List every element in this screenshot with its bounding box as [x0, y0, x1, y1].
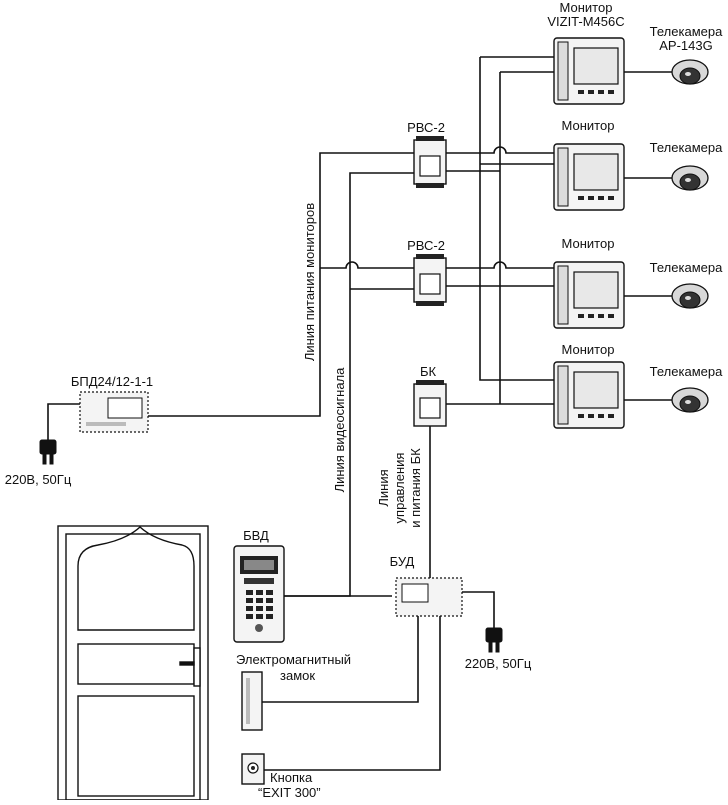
monitor-2-label: Монитор — [562, 118, 615, 133]
plug-right-icon — [485, 627, 503, 653]
monitor-power-wire — [148, 152, 414, 417]
camera-4-icon — [671, 387, 709, 413]
button-wire — [264, 614, 441, 771]
lock-label-2: замок — [280, 668, 315, 683]
rvs-1-label: РВС-2 — [407, 120, 445, 135]
power-right-label: 220В, 50Гц — [465, 656, 532, 671]
bpd-power-supply — [79, 391, 149, 433]
bud-box — [395, 577, 463, 617]
rvs2-power-wire — [320, 261, 414, 269]
camera-2-label: Телекамера — [650, 140, 723, 155]
bud-label: БУД — [390, 554, 415, 569]
rvs-2-top — [413, 136, 447, 188]
door — [57, 525, 209, 801]
bvd-call-panel — [233, 545, 285, 643]
monitor-4-label: Монитор — [562, 342, 615, 357]
bus-line-a — [479, 57, 554, 381]
button-label-1: Кнопка — [270, 770, 313, 785]
rvs-2-label: РВС-2 — [407, 238, 445, 253]
monitor-4 — [553, 361, 625, 429]
lock-wire — [262, 614, 419, 703]
control-line-label-1: Линия — [376, 469, 391, 506]
bk-box — [413, 380, 447, 427]
monitor-3 — [553, 261, 625, 329]
control-line-label-2: управления — [392, 453, 407, 524]
bpd-power-wire — [47, 403, 80, 440]
bud-power-wire — [462, 591, 495, 628]
monitor-1-label: Монитор — [560, 0, 613, 15]
video-line-label: Линия видеосигнала — [332, 367, 347, 493]
camera-2-icon — [671, 165, 709, 191]
button-label-2: “EXIT 300” — [258, 785, 321, 800]
camera-3-icon — [671, 283, 709, 309]
control-line-label-3: и питания БК — [408, 448, 423, 528]
rvs2-out-1 — [446, 261, 554, 269]
electromagnetic-lock — [241, 671, 263, 731]
lock-label-1: Электромагнитный — [236, 652, 351, 667]
bvd-label: БВД — [243, 528, 269, 543]
camera-1-label: Телекамера — [650, 24, 723, 39]
monitor-1 — [553, 37, 625, 105]
camera-4-label: Телекамера — [650, 364, 723, 379]
exit-button — [241, 753, 265, 785]
monitor-3-label: Монитор — [562, 236, 615, 251]
bpd-label: БПД24/12-1-1 — [71, 374, 153, 389]
wires — [47, 56, 672, 771]
rvs1-out-1 — [446, 146, 554, 154]
labels: Монитор VIZIT-M456C Телекамера AP-143G М… — [5, 0, 723, 800]
camera-1-icon — [671, 59, 709, 85]
camera-3-label: Телекамера — [650, 260, 723, 275]
monitor-2 — [553, 143, 625, 211]
bk-label: БК — [420, 364, 437, 379]
camera-1-model: AP-143G — [659, 38, 712, 53]
power-left-label: 220В, 50Гц — [5, 472, 72, 487]
rvs-2-bottom — [413, 254, 447, 306]
monitor-1-model: VIZIT-M456C — [547, 14, 624, 29]
monitor-power-line-label: Линия питания мониторов — [302, 203, 317, 361]
plug-left-icon — [39, 439, 57, 465]
